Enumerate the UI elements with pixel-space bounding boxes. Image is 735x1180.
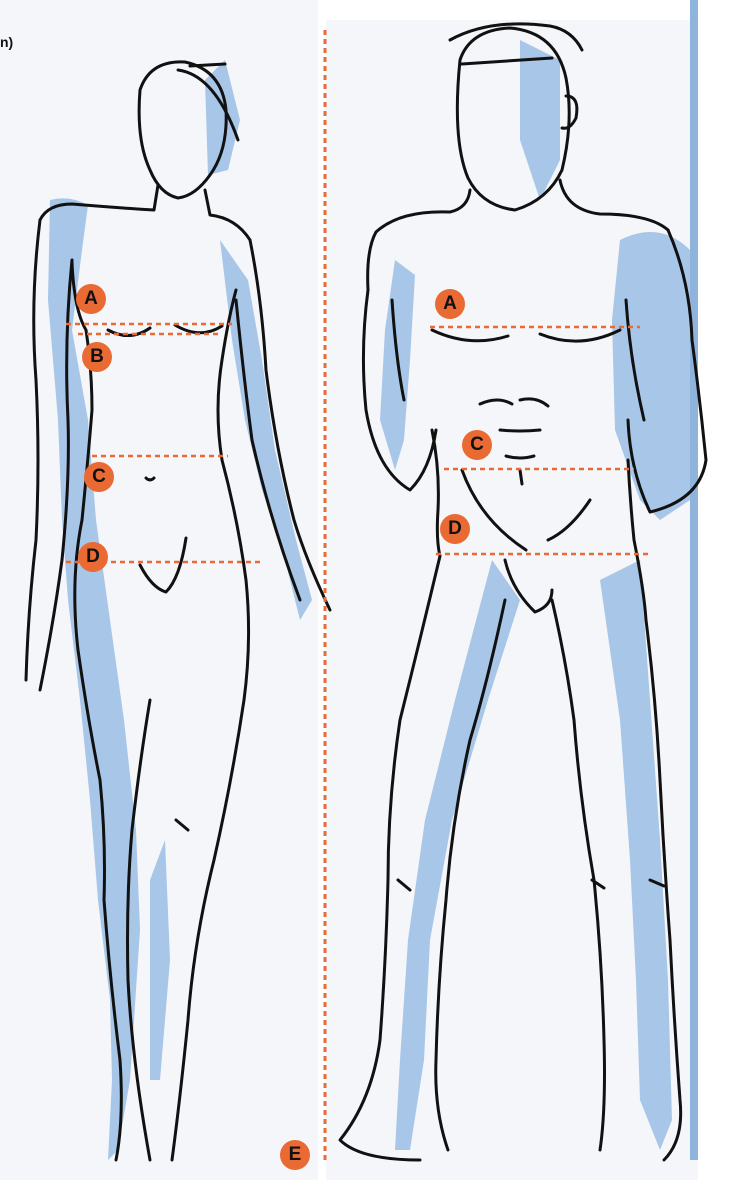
female-marker-c: C (84, 462, 114, 492)
female-marker-d: D (78, 542, 108, 572)
male-marker-c: C (462, 430, 492, 460)
right-edge-bar (690, 0, 698, 1160)
female-marker-a: A (76, 284, 106, 314)
height-marker-e: E (280, 1140, 310, 1170)
male-marker-a: A (435, 289, 465, 319)
corner-label: n) (0, 34, 13, 50)
male-marker-d: D (440, 514, 470, 544)
female-marker-b: B (82, 342, 112, 372)
